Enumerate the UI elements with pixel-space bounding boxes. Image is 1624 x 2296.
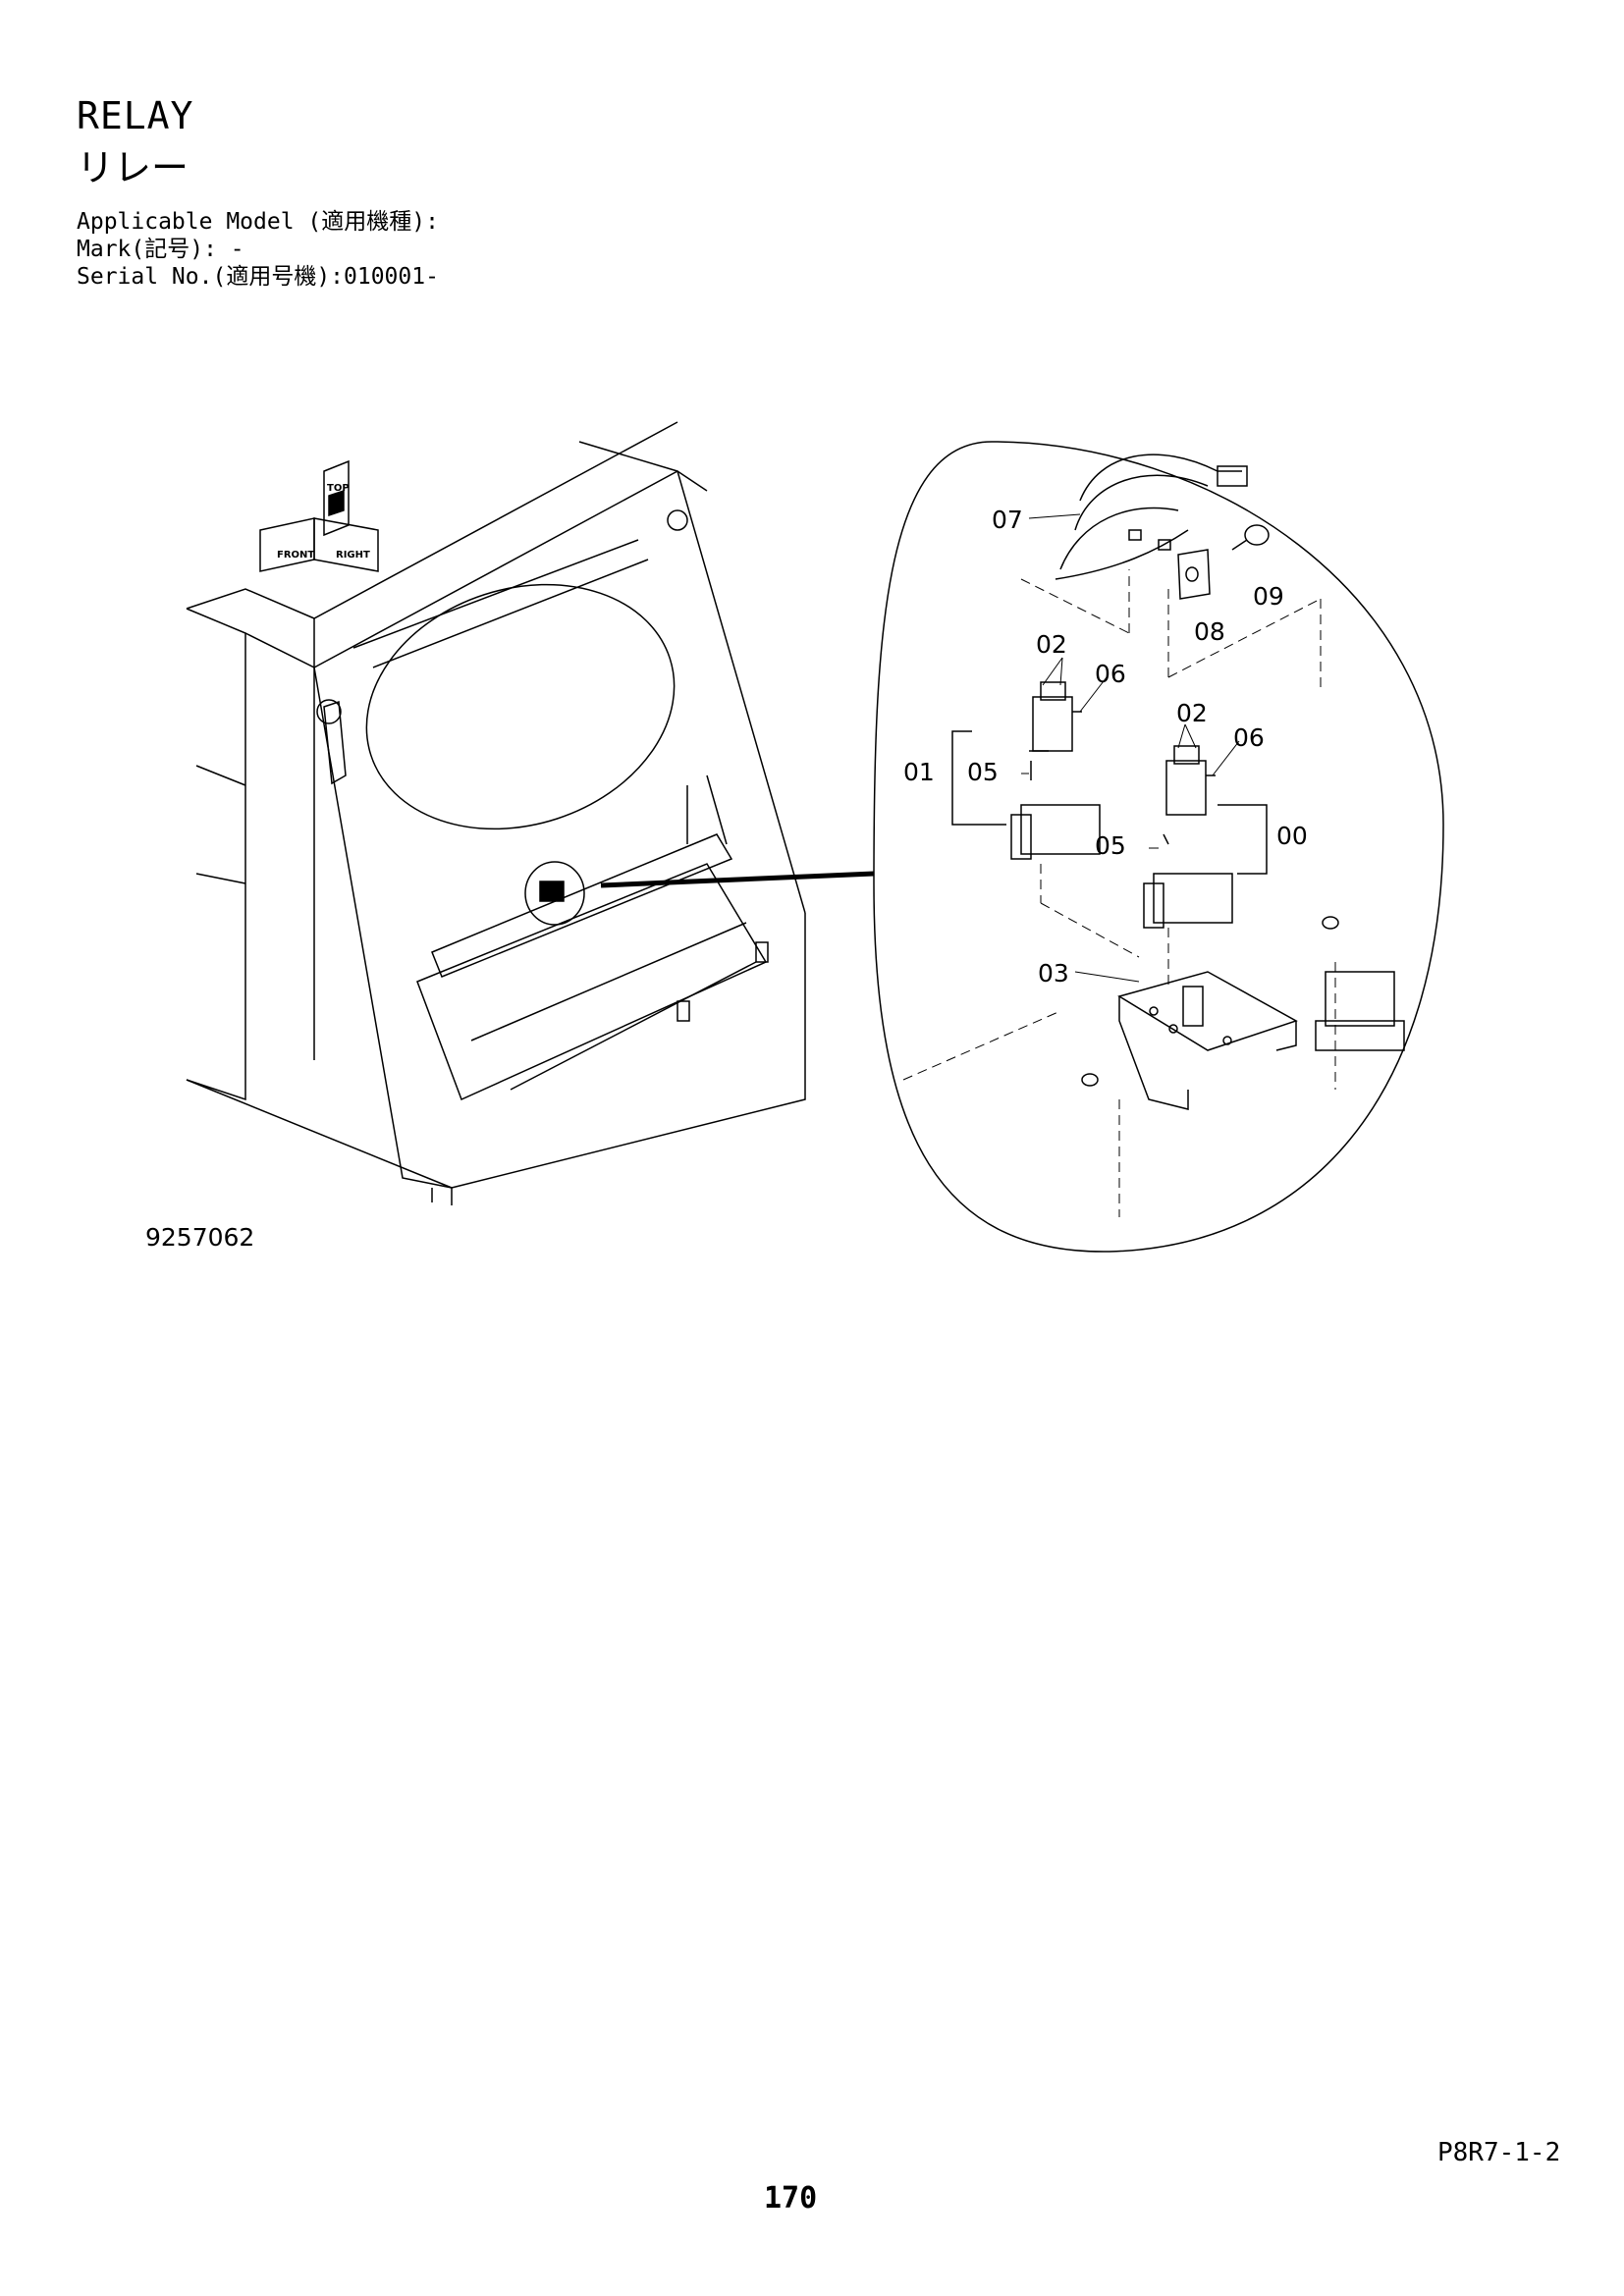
callout-02: 02 <box>1036 630 1067 659</box>
callout-09: 09 <box>1253 582 1284 611</box>
callout-05: 05 <box>1095 831 1126 860</box>
serial-number-label: Serial No.(適用号機):010001- <box>77 264 439 290</box>
page-title-japanese: リレー <box>77 146 189 189</box>
clip-08 <box>1177 549 1211 600</box>
orientation-right-label: RIGHT <box>336 550 370 561</box>
guide-lines <box>902 569 1336 1217</box>
page-title: RELAY <box>77 94 194 137</box>
callout-leaders <box>1021 513 1240 983</box>
callout-01: 01 <box>903 758 935 786</box>
callout-07: 07 <box>992 506 1023 534</box>
reference-code: P8R7-1-2 <box>1437 2138 1561 2167</box>
wire-harness <box>1055 454 1248 580</box>
callout-00: 00 <box>1276 822 1308 850</box>
mark-label: Mark(記号): - <box>77 237 244 262</box>
relay-assembly-01 <box>951 681 1101 860</box>
detail-view-capsule <box>873 441 1444 1253</box>
relay-assembly-00 <box>1143 745 1268 929</box>
callout-03: 03 <box>1038 959 1069 988</box>
callout-05: 05 <box>967 758 999 786</box>
callout-labels: 07 09 08 02 06 02 06 01 05 00 05 03 <box>903 506 1308 988</box>
parts-diagram: FRONT RIGHT TOP <box>186 421 1444 1253</box>
callout-08: 08 <box>1194 617 1225 646</box>
orientation-front-label: FRONT <box>277 550 314 561</box>
bolt-09 <box>1231 524 1270 551</box>
applicable-model-label: Applicable Model (適用機種): <box>77 209 439 235</box>
frame-housing <box>186 421 806 1205</box>
callout-06: 06 <box>1095 660 1126 688</box>
callout-06: 06 <box>1233 723 1265 752</box>
relay-location-marker <box>524 861 875 926</box>
orientation-symbol: FRONT RIGHT TOP <box>259 459 379 572</box>
orientation-top-label: TOP <box>327 483 350 494</box>
page-number: 170 <box>764 2181 818 2216</box>
mounting-bracket-03 <box>1081 916 1405 1110</box>
figure-number: 9257062 <box>145 1223 255 1252</box>
callout-02: 02 <box>1176 699 1208 727</box>
